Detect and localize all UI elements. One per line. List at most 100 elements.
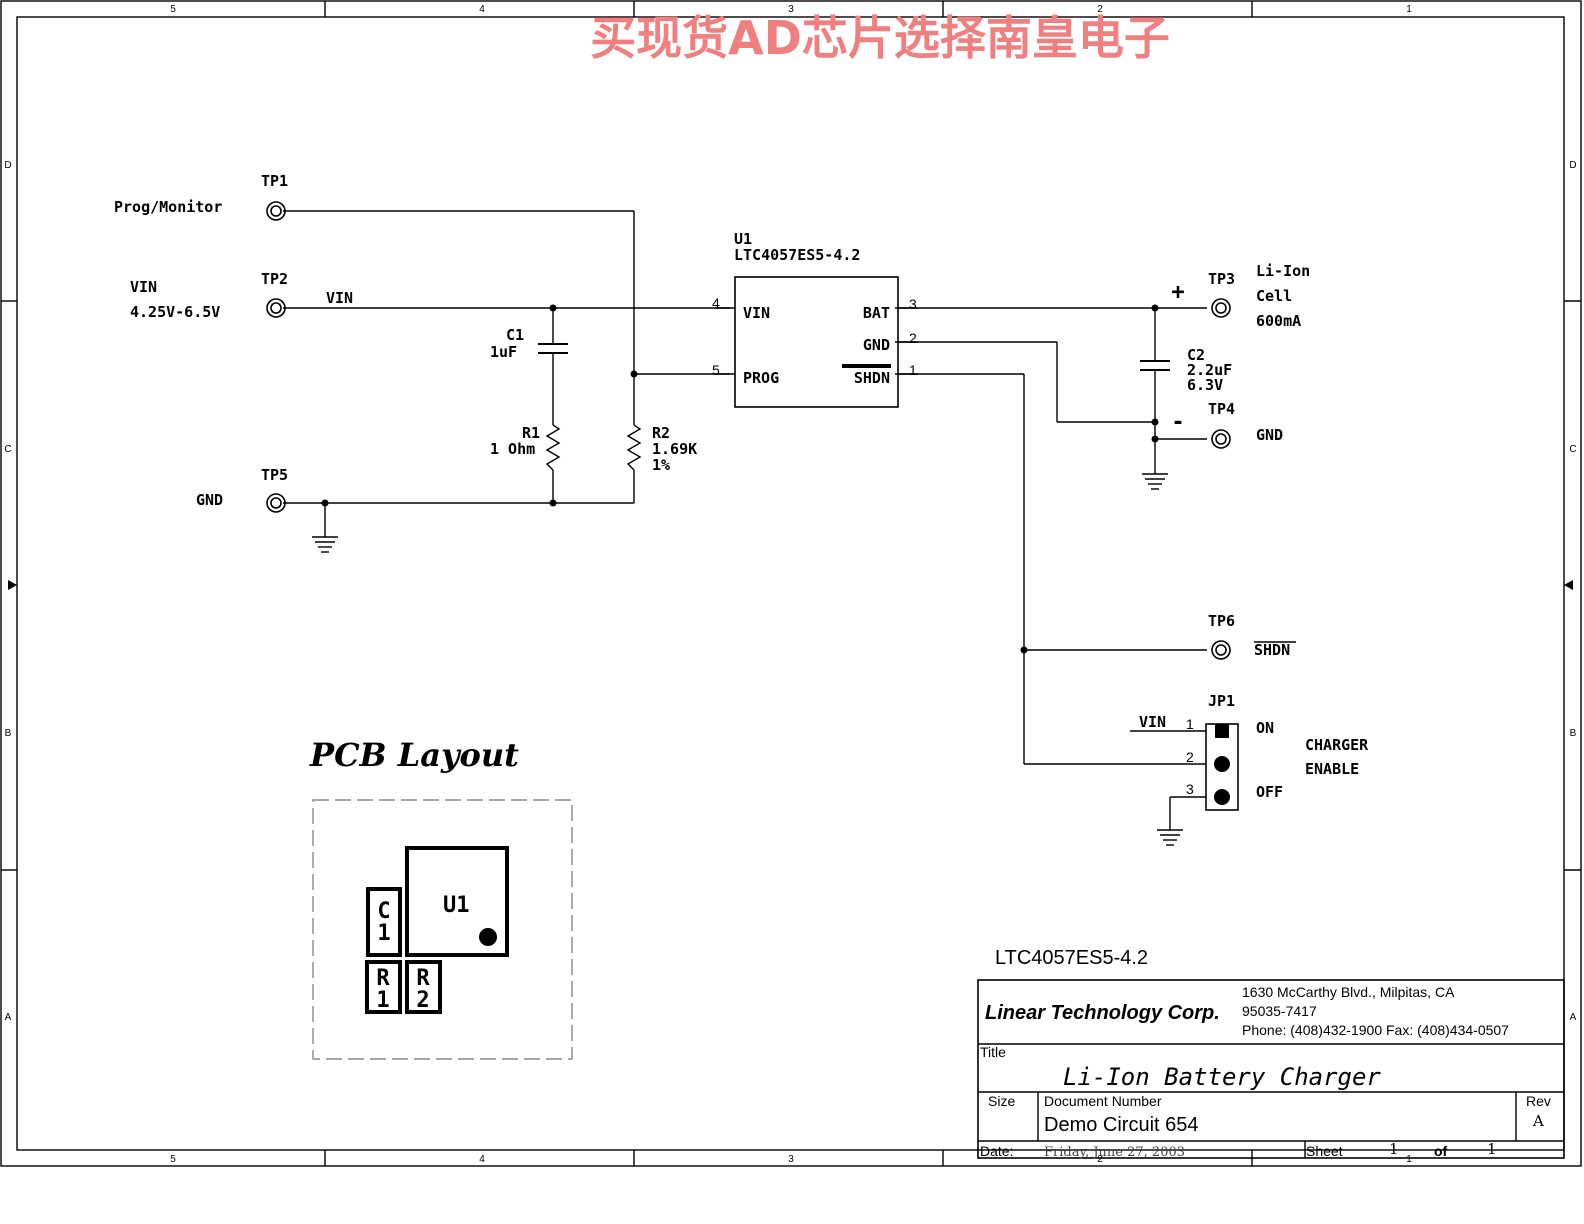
tp3-label-current: 600mA: [1256, 312, 1301, 330]
u1-pin-number-1: 1: [909, 362, 917, 378]
col-label-bottom-5: 5: [170, 1154, 176, 1165]
title-block-title-label: Title: [980, 1044, 1006, 1060]
title-block-company: Linear Technology Corp.: [985, 1002, 1220, 1024]
jp1-pin-3: 3: [1186, 781, 1194, 797]
col-label-top-5: 5: [170, 4, 176, 15]
pcb-r2-footprint: [405, 960, 442, 1014]
tp4-label: GND: [1256, 426, 1283, 444]
c1-ref: C1: [506, 326, 524, 344]
u1-pin-prog: PROG: [743, 369, 779, 387]
tp2-label-range: 4.25V-6.5V: [130, 303, 220, 321]
jp1-function-line1: CHARGER: [1305, 736, 1369, 754]
c2-ref: C2: [1187, 346, 1205, 364]
title-block-docnum-label: Document Number: [1044, 1093, 1162, 1109]
testpoint-tp1: [266, 201, 286, 221]
testpoint-tp5: [266, 493, 286, 513]
jp1-pin-1: 1: [1186, 716, 1194, 732]
pcb-c1-label-letter: C: [377, 899, 390, 924]
u1-pin-vin: VIN: [743, 304, 770, 322]
pcb-r1-footprint: [365, 960, 402, 1014]
row-label-right-b: B: [1570, 728, 1577, 739]
col-label-top-4: 4: [479, 4, 485, 15]
title-block-size-label: Size: [988, 1093, 1015, 1109]
tp5-label: GND: [196, 491, 223, 509]
tp6-ref: TP6: [1208, 612, 1235, 630]
ground-symbol-jp1: [1157, 829, 1183, 846]
jp1-off-label: OFF: [1256, 783, 1283, 801]
row-label-right-c: C: [1569, 444, 1576, 455]
u1-pin-shdn: SHDN: [854, 369, 890, 387]
sheet-border: [0, 0, 1582, 1167]
col-label-bottom-4: 4: [479, 1154, 485, 1165]
title-block-sheet-number: 1: [1389, 1140, 1399, 1158]
pcb-r1-label-letter: R: [376, 966, 390, 991]
tp2-label-vin: VIN: [130, 278, 157, 296]
testpoint-tp3: [1211, 298, 1231, 318]
row-label-left-a: A: [5, 1012, 12, 1023]
jp1-on-label: ON: [1256, 719, 1274, 737]
title-block-address-line2: 95035-7417: [1242, 1003, 1317, 1019]
jumper-jp1: [1205, 723, 1239, 811]
title-block-sheet-total: 1: [1487, 1140, 1497, 1158]
ground-symbol-c2: [1142, 473, 1168, 490]
title-block-address-line1: 1630 McCarthy Blvd., Milpitas, CA: [1242, 984, 1455, 1000]
pcb-r1-label-number: 1: [376, 988, 389, 1013]
watermark-text: 买现货AD芯片选择南皇电子: [590, 11, 1170, 65]
u1-ref: U1: [734, 230, 752, 248]
tp6-label: SHDN: [1254, 641, 1290, 659]
testpoint-tp6: [1211, 640, 1231, 660]
u1-pin-gnd: GND: [863, 336, 890, 354]
jp1-ref: JP1: [1208, 692, 1235, 710]
r2-value: 1.69K: [652, 440, 697, 458]
net-label-vin: VIN: [326, 289, 353, 307]
title-block-date-label: Date:: [980, 1143, 1013, 1159]
pcb-u1-label: U1: [443, 893, 470, 918]
junctions: [321, 304, 1159, 654]
u1-pin-number-2: 2: [909, 330, 917, 346]
pcb-u1-footprint: [405, 846, 509, 957]
u1-pin-number-3: 3: [909, 296, 917, 312]
col-label-bottom-1: 1: [1406, 1154, 1412, 1165]
u1-pin-bat: BAT: [863, 304, 890, 322]
tp3-label-liion: Li-Ion: [1256, 262, 1310, 280]
col-label-bottom-2: 2: [1097, 1154, 1103, 1165]
tp1-label: Prog/Monitor: [114, 198, 222, 216]
title-block-part-number: LTC4057ES5-4.2: [995, 947, 1148, 969]
r2-tolerance: 1%: [652, 456, 670, 474]
ground-symbol-tp5: [312, 536, 338, 553]
resistor-r2-symbol: [626, 424, 642, 471]
c2-value: 2.2uF: [1187, 361, 1232, 379]
r1-ref: R1: [522, 424, 540, 442]
testpoint-tp2: [266, 298, 286, 318]
title-block: [977, 979, 1565, 1159]
r1-value: 1 Ohm: [490, 440, 535, 458]
c1-value: 1uF: [490, 343, 517, 361]
testpoint-tp4: [1211, 429, 1231, 449]
polarity-plus: +: [1171, 280, 1184, 305]
r2-ref: R2: [652, 424, 670, 442]
pcb-c1-footprint: [366, 887, 402, 957]
polarity-minus: -: [1171, 410, 1184, 435]
u1-part: LTC4057ES5-4.2: [734, 246, 860, 264]
col-label-top-1: 1: [1406, 4, 1412, 15]
tp1-ref: TP1: [261, 172, 288, 190]
pcb-layout-title: PCB Layout: [309, 736, 519, 774]
u1-chip: [715, 276, 918, 408]
title-block-sheet-label: Sheet: [1306, 1143, 1343, 1159]
row-label-left-c: C: [4, 444, 11, 455]
title-block-date: Friday, June 27, 2003: [1044, 1145, 1185, 1160]
tp3-ref: TP3: [1208, 270, 1235, 288]
tp3-label-cell: Cell: [1256, 287, 1292, 305]
pcb-r2-label-letter: R: [416, 966, 430, 991]
jp1-pin-2: 2: [1186, 749, 1194, 765]
row-label-right-d: D: [1569, 160, 1576, 171]
col-label-bottom-3: 3: [788, 1154, 794, 1165]
row-label-left-d: D: [4, 160, 11, 171]
jp1-vin-label: VIN: [1139, 713, 1166, 731]
tp4-ref: TP4: [1208, 400, 1235, 418]
title-block-phone: Phone: (408)432-1900 Fax: (408)434-0507: [1242, 1022, 1509, 1038]
tp5-ref: TP5: [261, 466, 288, 484]
capacitor-c1-symbol: [538, 343, 568, 354]
row-label-left-b: B: [5, 728, 12, 739]
